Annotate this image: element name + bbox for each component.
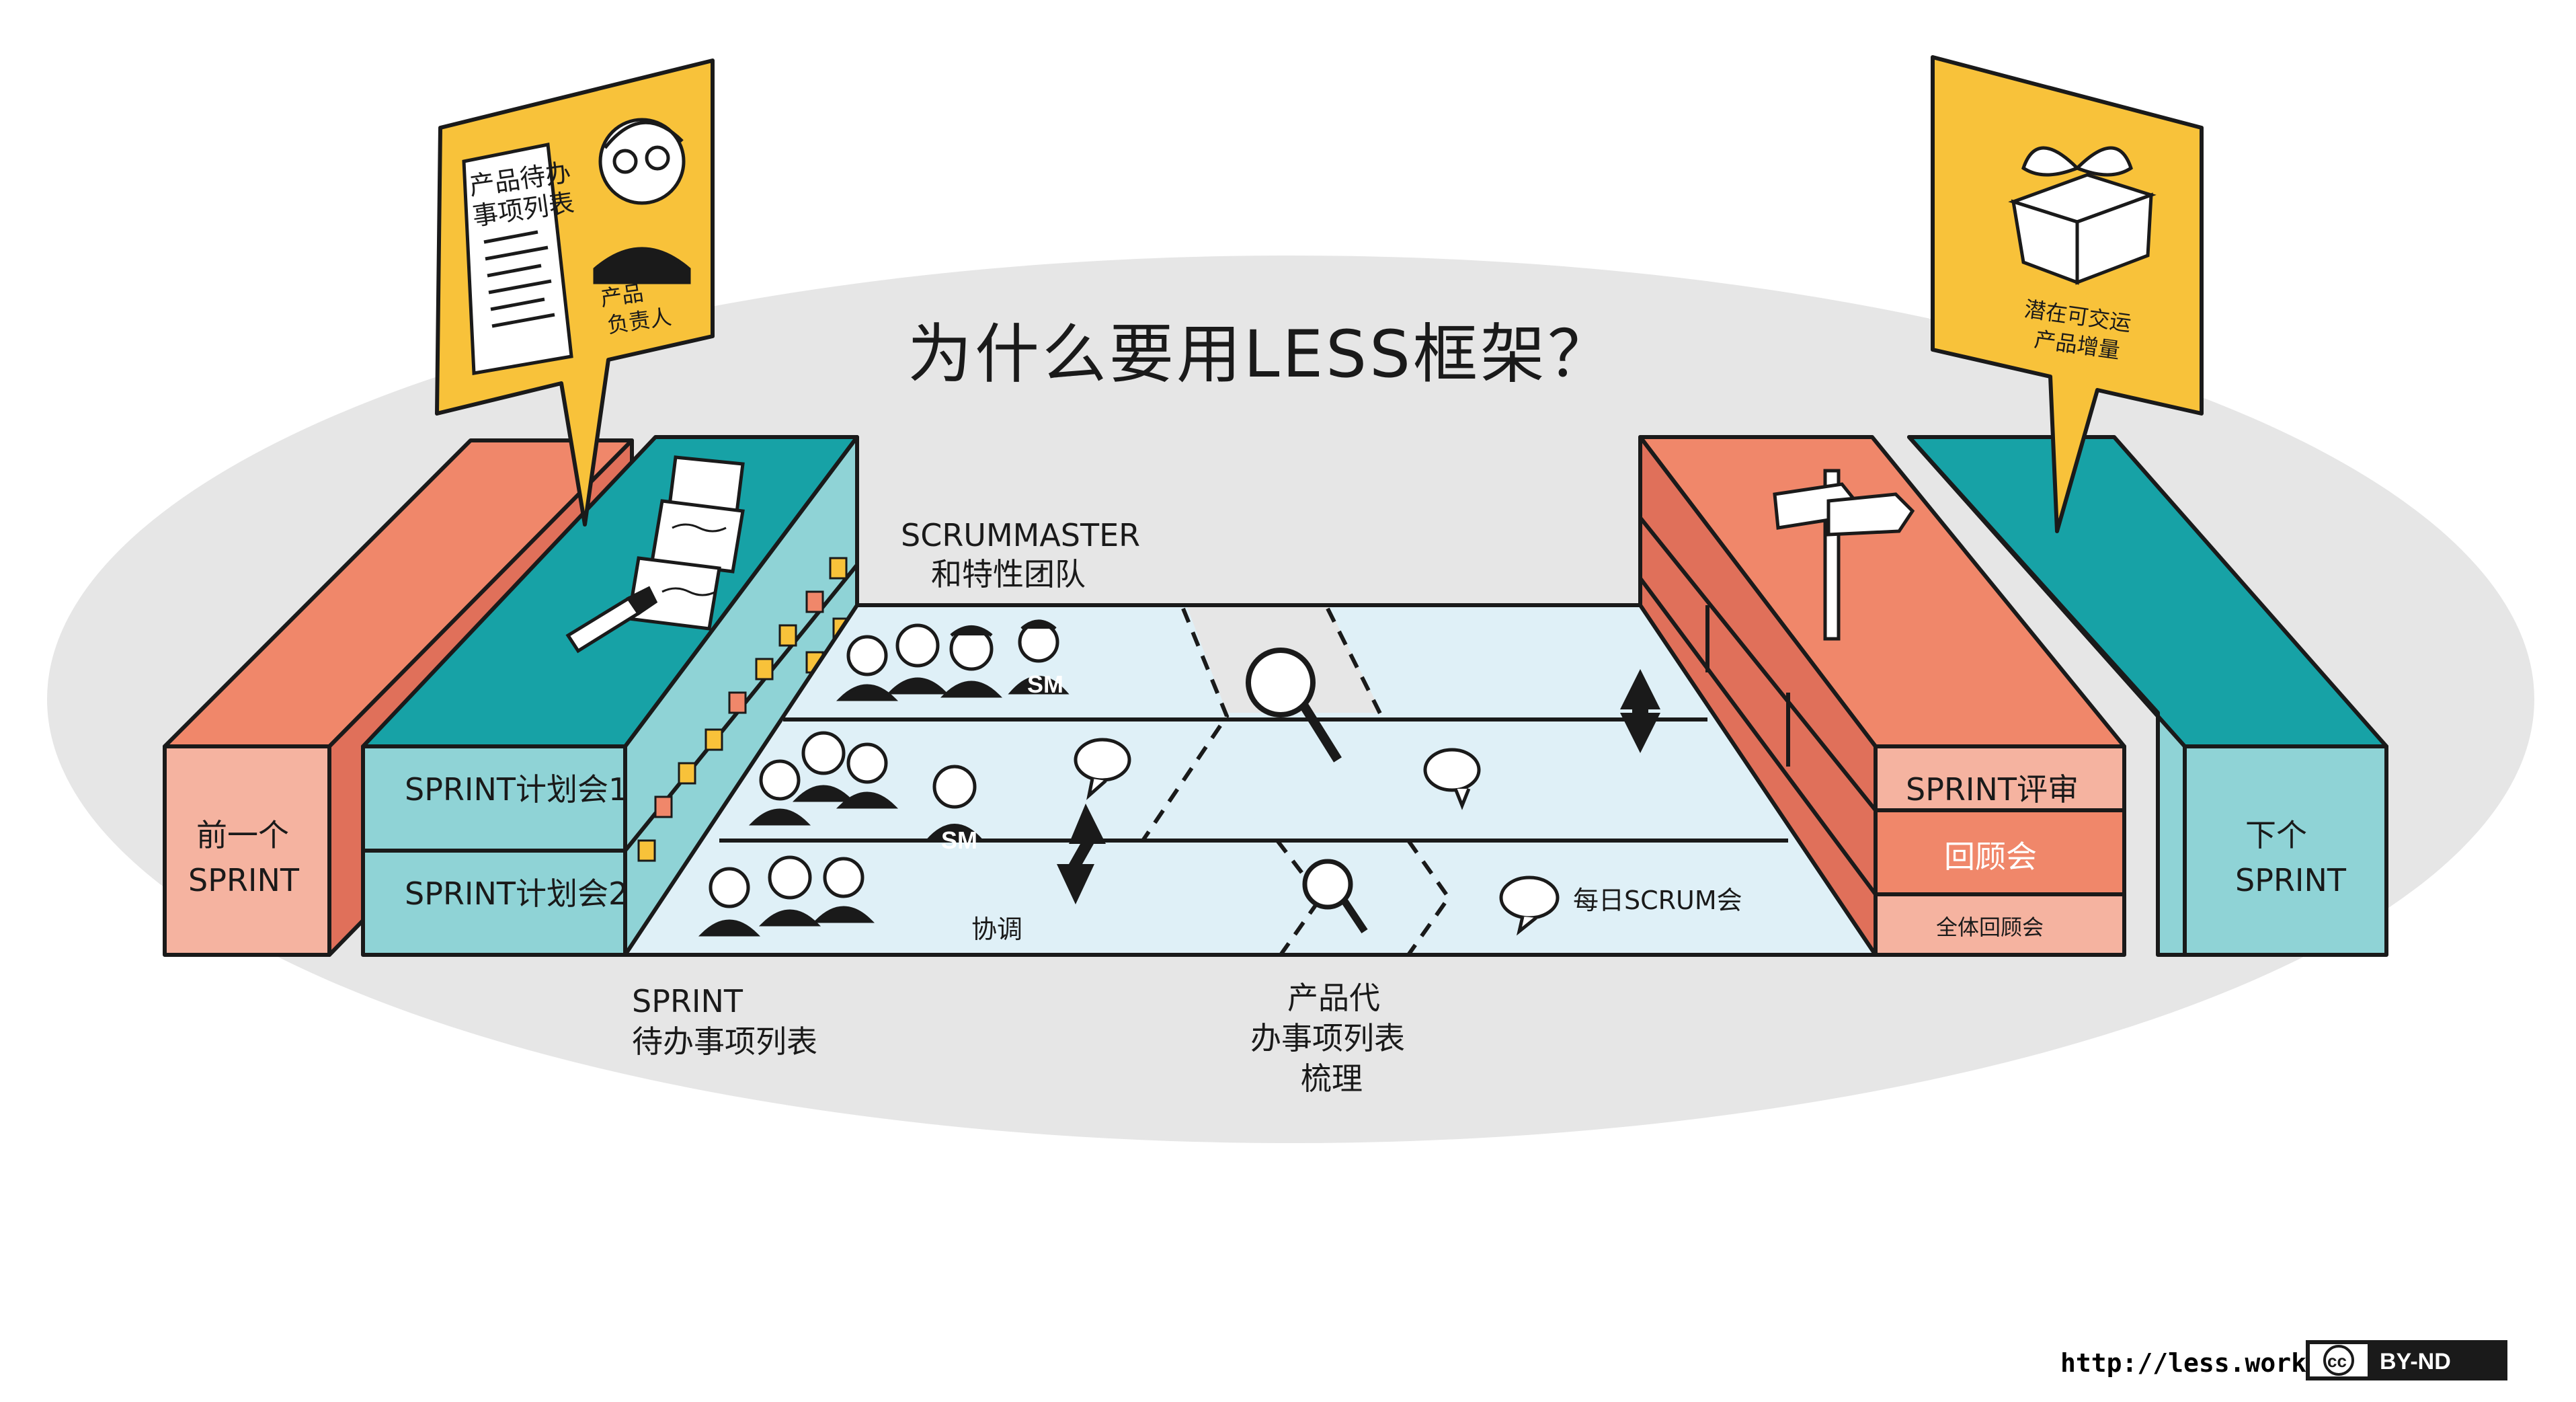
magnifier-icon bbox=[1246, 648, 1342, 763]
increment-callout bbox=[1931, 55, 2204, 533]
coordinate-label: 协调 bbox=[971, 914, 1022, 944]
sm-badge-1: SM bbox=[1027, 670, 1063, 698]
feature-team-1 bbox=[836, 619, 1070, 701]
license-text: BY-ND bbox=[2380, 1349, 2451, 1374]
team-label-2: 和特性团队 bbox=[931, 556, 1086, 592]
sprint-backlog-label-1: SPRINT bbox=[632, 983, 743, 1019]
previous-sprint-label-2: SPRINT bbox=[188, 862, 300, 898]
cc-icon: cc bbox=[2327, 1351, 2347, 1371]
license-badge bbox=[2306, 1340, 2507, 1380]
refinement-label-1: 产品代 bbox=[1287, 980, 1380, 1016]
signpost-icon bbox=[1773, 469, 1915, 641]
refinement-label-3: 梳理 bbox=[1301, 1060, 1363, 1097]
previous-sprint-label-1: 前一个 bbox=[196, 817, 289, 853]
next-sprint-block bbox=[1907, 435, 2388, 957]
diagram-title: 为什么要用LESS框架？ bbox=[908, 317, 1615, 392]
coordination-arrow-icon bbox=[1057, 669, 1660, 904]
review-block bbox=[1638, 435, 2126, 957]
sprint-review-label: SPRINT评审 bbox=[1906, 771, 2079, 808]
feature-team-3 bbox=[698, 855, 875, 937]
product-owner-label-1: 产品 bbox=[599, 280, 645, 311]
daily-scrum-label: 每日SCRUM会 bbox=[1573, 886, 1742, 915]
lane-dividers bbox=[1141, 607, 1451, 956]
retrospective-label: 回顾会 bbox=[1944, 839, 2037, 875]
footer-url[interactable]: http://less.works bbox=[2060, 1348, 2322, 1378]
feature-team-2 bbox=[748, 731, 985, 843]
marker-icon bbox=[565, 586, 658, 654]
backlog-papers-icon bbox=[627, 455, 745, 631]
sprint-backlog-label-2: 待办事项列表 bbox=[632, 1023, 817, 1060]
team-label-1: SCRUMMASTER bbox=[901, 517, 1140, 553]
planning-two-label: SPRINT计划会2 bbox=[405, 875, 628, 912]
chat-bubble-icon bbox=[1074, 738, 1560, 936]
next-sprint-label-1: 下个 bbox=[2245, 817, 2307, 853]
planning-one-label: SPRINT计划会1 bbox=[405, 771, 628, 808]
product-owner-avatar-icon bbox=[593, 118, 691, 284]
next-sprint-label-2: SPRINT bbox=[2235, 862, 2347, 898]
gift-box-icon bbox=[2008, 146, 2157, 285]
sm-badge-2: SM bbox=[941, 826, 977, 854]
overall-retrospective-label: 全体回顾会 bbox=[1936, 914, 2044, 940]
product-backlog-doc-icon bbox=[462, 143, 573, 375]
magnifier-small-icon bbox=[1302, 859, 1368, 934]
refinement-label-2: 办事项列表 bbox=[1250, 1020, 1405, 1056]
